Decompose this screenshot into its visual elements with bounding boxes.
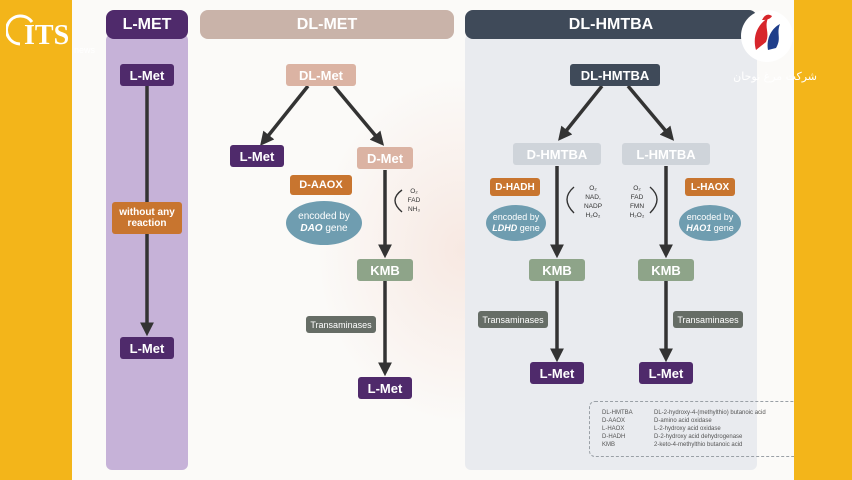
brand-logo: شرکت مرغ نوحان (712, 6, 832, 91)
hao1-gene-oval: encoded by HAO1 gene (679, 205, 741, 241)
hao1-gene-suffix: gene (711, 223, 734, 233)
legend-abbr: DL-HMTBA (602, 410, 633, 416)
slide: L-MET DL-MET DL-HMTBA (72, 0, 794, 480)
no-reaction-text: without any reaction (119, 207, 175, 229)
dlhmtba-kmb-left: KMB (529, 259, 585, 281)
legend-abbr: D-HADH (602, 434, 626, 440)
dmet-cofactors: O₂ FAD NH₃ (402, 187, 426, 214)
lhmtba-node: L-HMTBA (622, 143, 710, 165)
dao-gene-oval: encoded by DAO gene (286, 201, 362, 245)
channel-logo-text: ITS (24, 20, 69, 51)
arrow-dlmet-left (260, 84, 310, 146)
dhmtba-node: D-HMTBA (513, 143, 601, 165)
channel-logo-sub: news (74, 45, 96, 55)
hao1-gene-line: HAO1 gene (686, 223, 734, 234)
cofactor-curve-lhaox (649, 186, 658, 214)
dlmet-lmet-node: L-Met (230, 145, 284, 167)
cofactor-o2: O₂ (410, 188, 418, 195)
arrow-hmtba-right (626, 84, 675, 141)
legend-abbr: D-AAOX (602, 418, 626, 424)
legend-abbr: KMB (602, 442, 616, 448)
cofactor-h2o2-right: H₂O₂ (629, 212, 645, 219)
dlmet-header: DL-MET (200, 10, 454, 39)
dlmet-transaminases: Transaminases (306, 316, 376, 333)
dao-gene-prefix: encoded by (298, 211, 350, 222)
legend-def: D-2-hydroxy acid dehydrogenase (654, 434, 743, 440)
dlhmtba-panel (465, 34, 757, 470)
dlhmtba-transaminases-left: Transaminases (478, 311, 548, 328)
dlhmtba-result-left: L-Met (530, 362, 584, 384)
dlmet-node: DL-Met (286, 64, 356, 86)
cofactor-fad-right: FAD (630, 194, 644, 201)
dlhmtba-header: DL-HMTBA (465, 10, 757, 39)
cofactor-fad: FAD (407, 197, 421, 204)
legend-row: DL-HMTBA DL-2-hydroxy-4-(methylthio) buta… (602, 409, 766, 417)
legend-def: L-2-hydroxy acid oxidase (654, 426, 721, 432)
dlhmtba-result-right: L-Met (639, 362, 693, 384)
lhaox-enzyme: L-HAOX (685, 178, 735, 196)
abbreviation-legend: DL-HMTBA DL-2-hydroxy-4-(methylthio) buta… (589, 401, 794, 457)
cofactor-curve-dhadh (566, 186, 575, 214)
dlmet-kmb-node: KMB (357, 259, 413, 281)
cofactor-fmn: FMN (629, 203, 645, 210)
lmet-bottom-node: L-Met (120, 337, 174, 359)
hao1-gene-prefix: encoded by (686, 212, 734, 222)
legend-row: D-AAOX D-amino acid oxidase (602, 417, 712, 425)
cofactor-h2o2-left: H₂O₂ (585, 212, 601, 219)
cofactor-nh3: NH₃ (407, 206, 421, 213)
no-reaction-label: without any reaction (112, 202, 182, 234)
legend-row: D-HADH D-2-hydroxy acid dehydrogenase (602, 433, 742, 441)
dlhmtba-node: DL-HMTBA (570, 64, 660, 86)
legend-row: KMB 2-keto-4-methylthio butanoic acid (602, 441, 742, 449)
cofactor-nadp: NADP (583, 203, 603, 210)
dao-gene-line: DAO gene (300, 223, 347, 235)
cofactor-curve-dmet (394, 189, 403, 213)
channel-logo-icon: ITS news (5, 14, 96, 55)
dao-gene-name: DAO (300, 223, 323, 234)
legend-def: 2-keto-4-methylthio butanoic acid (654, 442, 743, 448)
daaox-enzyme: D-AAOX (290, 175, 352, 195)
dlhmtba-kmb-right: KMB (638, 259, 694, 281)
dhadh-enzyme: D-HADH (490, 178, 540, 196)
dao-gene-suffix: gene (322, 223, 348, 234)
channel-logo: ITS news (5, 8, 96, 58)
cofactor-nad: NAD, (585, 194, 601, 201)
arrow-hmtba-left (558, 84, 604, 141)
cofactor-o2-right: O₂ (633, 185, 641, 192)
rooster-logo-icon: شرکت مرغ نوحان (733, 10, 817, 83)
dlhmtba-transaminases-right: Transaminases (673, 311, 743, 328)
lmet-header: L-MET (106, 10, 188, 39)
lhaox-cofactors: O₂ FAD FMN H₂O₂ (624, 184, 650, 220)
ldhd-gene-line: LDHD gene (492, 223, 540, 234)
legend-def: D-amino acid oxidase (654, 418, 712, 424)
arrow-dlmet-right (332, 84, 385, 146)
pathway-arrows (140, 84, 675, 377)
legend-abbr: L-HAOX (602, 426, 625, 432)
dlmet-result-lmet: L-Met (358, 377, 412, 399)
cofactor-o2-left: O₂ (589, 185, 597, 192)
brand-text: شرکت مرغ نوحان (733, 70, 817, 83)
dmet-node: D-Met (357, 147, 413, 169)
hao1-gene-name: HAO1 (686, 223, 712, 233)
lmet-top-node: L-Met (120, 64, 174, 86)
ldhd-gene-oval: encoded by LDHD gene (486, 205, 546, 241)
ldhd-gene-prefix: encoded by (492, 212, 540, 222)
legend-def: DL-2-hydroxy-4-(methylthio) butanoic aci… (654, 410, 766, 416)
legend-row: L-HAOX L-2-hydroxy acid oxidase (602, 425, 721, 433)
ldhd-gene-name: LDHD (492, 223, 518, 233)
dhadh-cofactors: O₂ NAD, NADP H₂O₂ (580, 184, 606, 220)
ldhd-gene-suffix: gene (517, 223, 540, 233)
